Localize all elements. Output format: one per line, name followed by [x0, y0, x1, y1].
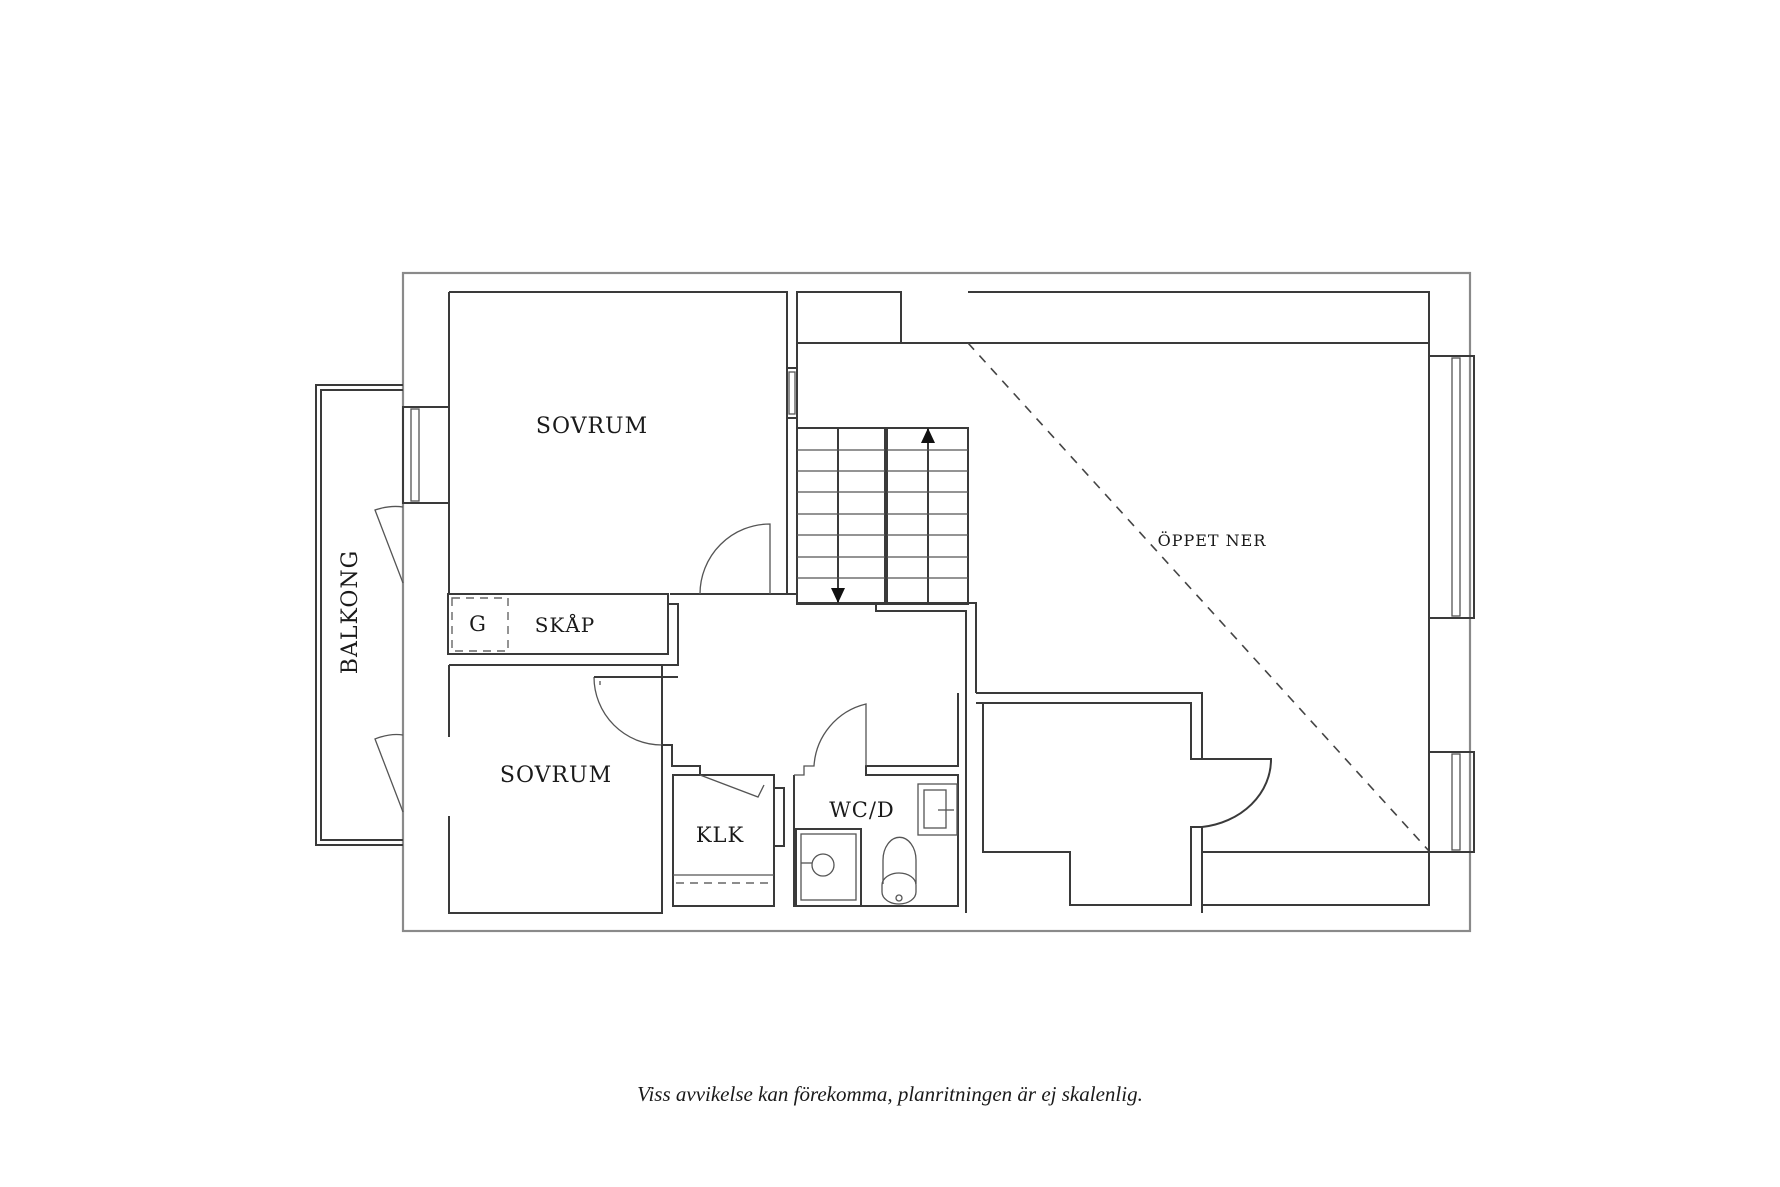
- label-skap: SKÅP: [535, 612, 596, 637]
- arrow-up-icon: [921, 428, 935, 443]
- stair-area: [796, 291, 1430, 594]
- room-klk: [672, 774, 785, 907]
- room-wc: [793, 693, 959, 907]
- room-sovrum-top: [402, 291, 788, 595]
- label-skap-g: G: [469, 612, 487, 636]
- room-oppet-ner: [967, 292, 1475, 906]
- staircase: [796, 427, 969, 605]
- label-oppet-ner: ÖPPET NER: [1158, 530, 1267, 550]
- outer-boundary: [401, 271, 1472, 933]
- room-lower-right: [965, 692, 1273, 913]
- disclaimer-caption: Viss avvikelse kan förekomma, planritnin…: [637, 1082, 1143, 1106]
- label-wc: WC/D: [829, 798, 895, 822]
- room-sovrum-bottom: [448, 664, 663, 914]
- label-balkong: BALKONG: [338, 550, 363, 674]
- room-skap: [447, 593, 669, 655]
- label-sovrum-top: SOVRUM: [536, 414, 648, 439]
- hallway: [594, 593, 977, 913]
- balcony: [315, 384, 404, 846]
- label-sovrum-bottom: SOVRUM: [500, 763, 612, 788]
- label-klk: KLK: [696, 823, 744, 847]
- arrow-down-icon: [831, 588, 845, 603]
